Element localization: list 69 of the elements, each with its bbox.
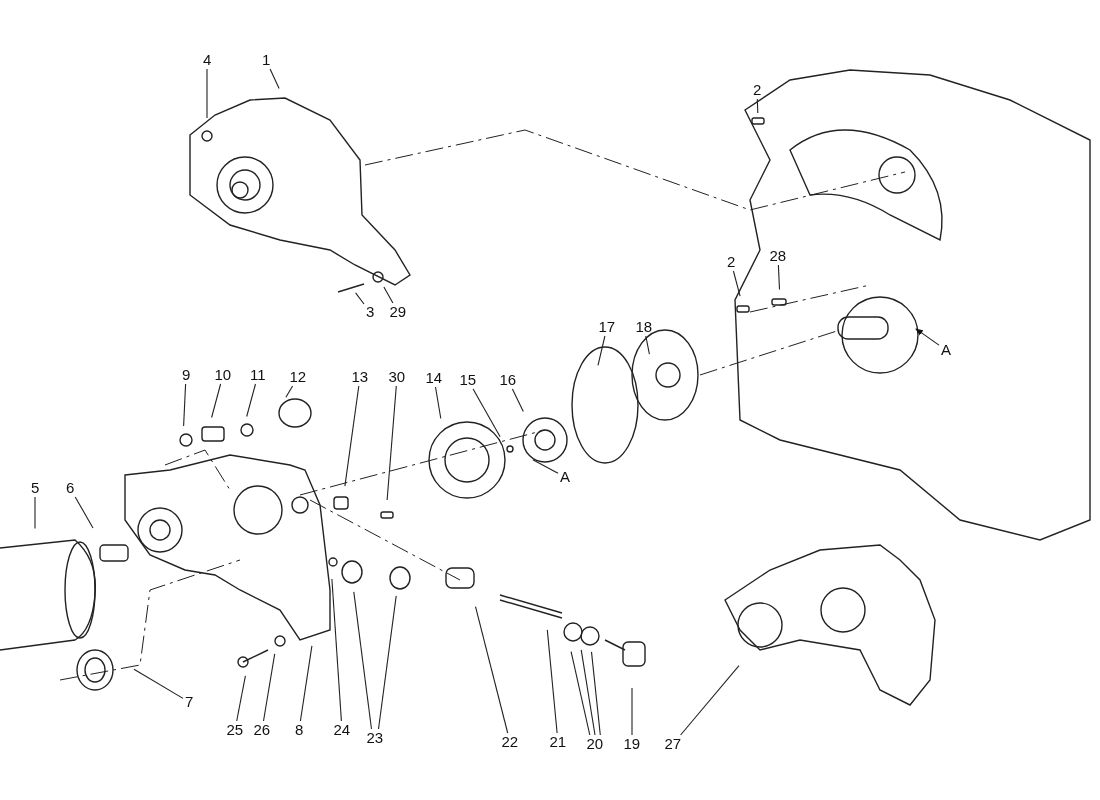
leader-line: [183, 383, 187, 427]
leader-line: [590, 651, 601, 736]
callout-number: 14: [423, 369, 445, 387]
leader-line: [386, 385, 397, 501]
callout-number: 21: [547, 733, 569, 751]
callout-number: 17: [596, 318, 618, 336]
leader-line: [211, 383, 222, 419]
leader-line: [915, 328, 940, 346]
leader-line: [532, 459, 559, 474]
leader-line: [756, 98, 759, 114]
callout-number: 3: [364, 303, 377, 321]
leader-line: [206, 68, 208, 119]
callout-number: 16: [497, 371, 519, 389]
callout-number: 9: [180, 366, 193, 384]
leader-line: [74, 496, 94, 529]
leader-line: [331, 578, 342, 722]
leader-line: [732, 270, 741, 297]
leader-line: [474, 606, 509, 734]
callout-number: 23: [364, 729, 386, 747]
callout-number: 28: [767, 247, 789, 265]
leader-line: [377, 595, 397, 730]
callout-number: 5: [29, 479, 42, 497]
callout-number: 12: [287, 368, 309, 386]
leader-line: [570, 651, 591, 736]
callout-number: 29: [387, 303, 409, 321]
leader-line: [236, 675, 246, 722]
callout-number: 2: [751, 81, 764, 99]
callout-number: 10: [212, 366, 234, 384]
leader-line: [353, 591, 373, 730]
leader-line: [680, 665, 740, 736]
callout-number: 1: [260, 51, 273, 69]
callout-number: 8: [293, 721, 306, 739]
callout-number: 24: [331, 721, 353, 739]
callout-number: A: [939, 341, 953, 359]
leader-line: [777, 264, 781, 291]
callout-number: 22: [499, 733, 521, 751]
callout-number: 4: [201, 51, 214, 69]
leader-line: [472, 388, 501, 438]
leader-line: [597, 335, 606, 366]
leader-line: [355, 292, 365, 305]
leader-line: [546, 629, 558, 734]
leader-line: [285, 385, 294, 398]
leader-line: [434, 386, 442, 420]
callout-number: 13: [349, 368, 371, 386]
leader-line: [269, 68, 280, 90]
leader-line: [511, 388, 524, 412]
callout-number: 26: [251, 721, 273, 739]
leader-line: [246, 383, 257, 418]
callout-number: 20: [584, 735, 606, 753]
leader-line: [133, 668, 184, 699]
callout-number: A: [558, 468, 572, 486]
leader-line: [299, 645, 313, 722]
callout-number: 30: [386, 368, 408, 386]
leader-line: [34, 496, 36, 530]
leader-line: [262, 653, 276, 722]
callout-number: 6: [64, 479, 77, 497]
callout-number: 11: [248, 366, 268, 384]
leader-line: [631, 687, 633, 736]
callout-number: 19: [621, 735, 643, 753]
callout-number: 2: [725, 253, 738, 271]
callout-number: 15: [457, 371, 479, 389]
leader-line: [383, 286, 394, 304]
callout-number: 18: [633, 318, 655, 336]
leader-line: [580, 649, 596, 736]
leader-line: [344, 385, 360, 487]
callout-number: 25: [224, 721, 246, 739]
callout-number: 27: [662, 735, 684, 753]
callout-number: 7: [183, 693, 196, 711]
leader-line: [645, 335, 650, 355]
